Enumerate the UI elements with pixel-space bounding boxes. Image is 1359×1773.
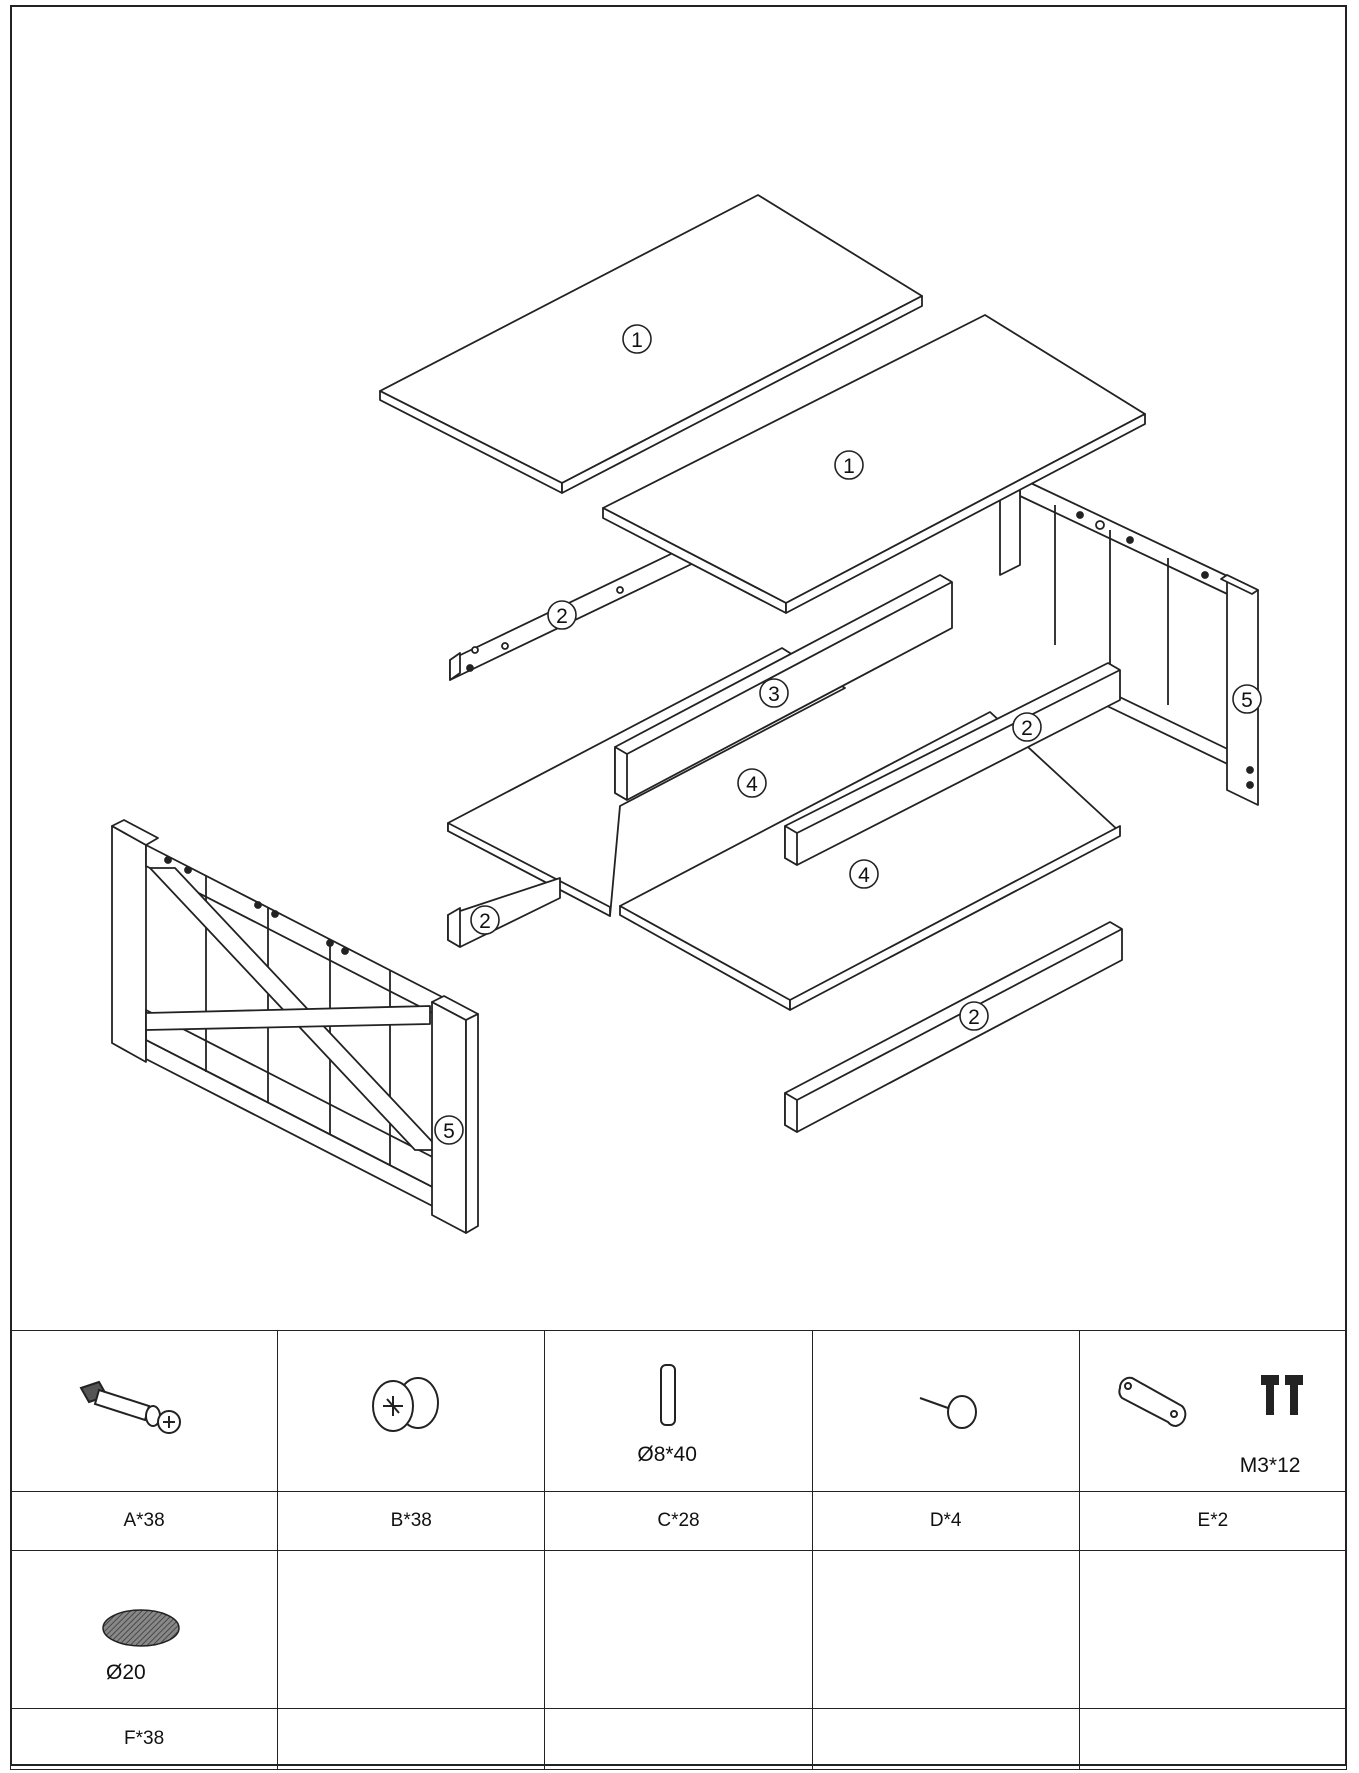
hardware-cell-a	[9, 1330, 279, 1492]
callout-circle	[849, 859, 879, 889]
callout-label-rail-front-top: 2	[1021, 717, 1033, 740]
qty-f: F*38	[9, 1708, 279, 1770]
callout-label-shelf-b: 4	[858, 864, 870, 887]
rail-front-top	[784, 662, 1121, 866]
qty-empty	[544, 1708, 813, 1770]
top-panel-b	[602, 314, 1146, 614]
side-frame-left	[111, 819, 479, 1234]
hardware-image-row: Ø8*40 M3*12	[9, 1330, 1348, 1492]
hardware-quantity-row-2: F*38	[9, 1708, 1348, 1770]
cam-lock-icon	[372, 1377, 440, 1432]
callout-circle	[1232, 684, 1262, 714]
callout-circle	[470, 905, 500, 935]
callout-circle	[959, 1001, 989, 1031]
hardware-table: Ø8*40 M3*12 A*38 B*38 C*28 D*4 E*2	[9, 1330, 1348, 1770]
hardware-cell-b	[277, 1330, 546, 1492]
callout-circle	[834, 450, 864, 480]
callout-label-rail-back-top: 2	[556, 605, 568, 628]
qty-c: C*28	[544, 1491, 813, 1551]
qty-a: A*38	[9, 1491, 279, 1551]
qty-empty	[277, 1708, 546, 1770]
hardware-image-row-2: Ø20	[9, 1550, 1348, 1709]
qty-b: B*38	[277, 1491, 546, 1551]
callout-label-rail-front-bottom: 2	[968, 1006, 980, 1029]
wooden-dowel-icon	[660, 1364, 677, 1426]
rail-left-bottom	[447, 877, 561, 948]
callout-label-top-panel-b: 1	[843, 455, 855, 478]
cap-spec: Ø20	[106, 1661, 146, 1684]
callout-label-top-panel-a: 1	[631, 329, 643, 352]
callout-circle	[737, 768, 767, 798]
callout-label-side-frame-left: 5	[443, 1120, 455, 1143]
callout-circle	[547, 600, 577, 630]
hardware-cell-empty	[811, 1550, 1080, 1709]
dowel-spec: Ø8*40	[637, 1443, 697, 1466]
callout-label-center-rail: 3	[768, 683, 780, 706]
qty-d: D*4	[811, 1491, 1080, 1551]
callout-circle	[434, 1115, 464, 1145]
cover-cap-icon	[102, 1609, 180, 1647]
callout-label-rail-left-bottom: 2	[479, 910, 491, 933]
hardware-cell-e: M3*12	[1078, 1330, 1348, 1492]
cam-bolt-icon	[79, 1380, 181, 1434]
screw-spec: M3*12	[1239, 1454, 1301, 1477]
callout-label-side-frame-right: 5	[1241, 689, 1253, 712]
qty-empty	[1078, 1708, 1348, 1770]
callout-circle	[622, 324, 652, 354]
hardware-quantity-row: A*38 B*38 C*28 D*4 E*2	[9, 1491, 1348, 1551]
connector-plate-and-screws-icon	[1118, 1375, 1303, 1428]
hardware-cell-empty	[277, 1550, 546, 1709]
hardware-cell-c: Ø8*40	[544, 1330, 813, 1492]
callout-label-shelf-a: 4	[746, 773, 758, 796]
callout-circle	[759, 678, 789, 708]
hardware-cell-empty	[544, 1550, 813, 1709]
qty-empty	[811, 1708, 1080, 1770]
hardware-cell-f: Ø20	[9, 1550, 279, 1709]
shelf-b	[619, 711, 1121, 1011]
callout-circle	[1012, 712, 1042, 742]
qty-e: E*2	[1078, 1491, 1348, 1551]
hardware-cell-d	[811, 1330, 1080, 1492]
hardware-cell-empty	[1078, 1550, 1348, 1709]
furniture-glide-nail-icon	[919, 1395, 977, 1429]
exploded-assembly-drawing: 1 1 2 3 4 2 5 4 2 2 5	[111, 194, 1262, 1234]
